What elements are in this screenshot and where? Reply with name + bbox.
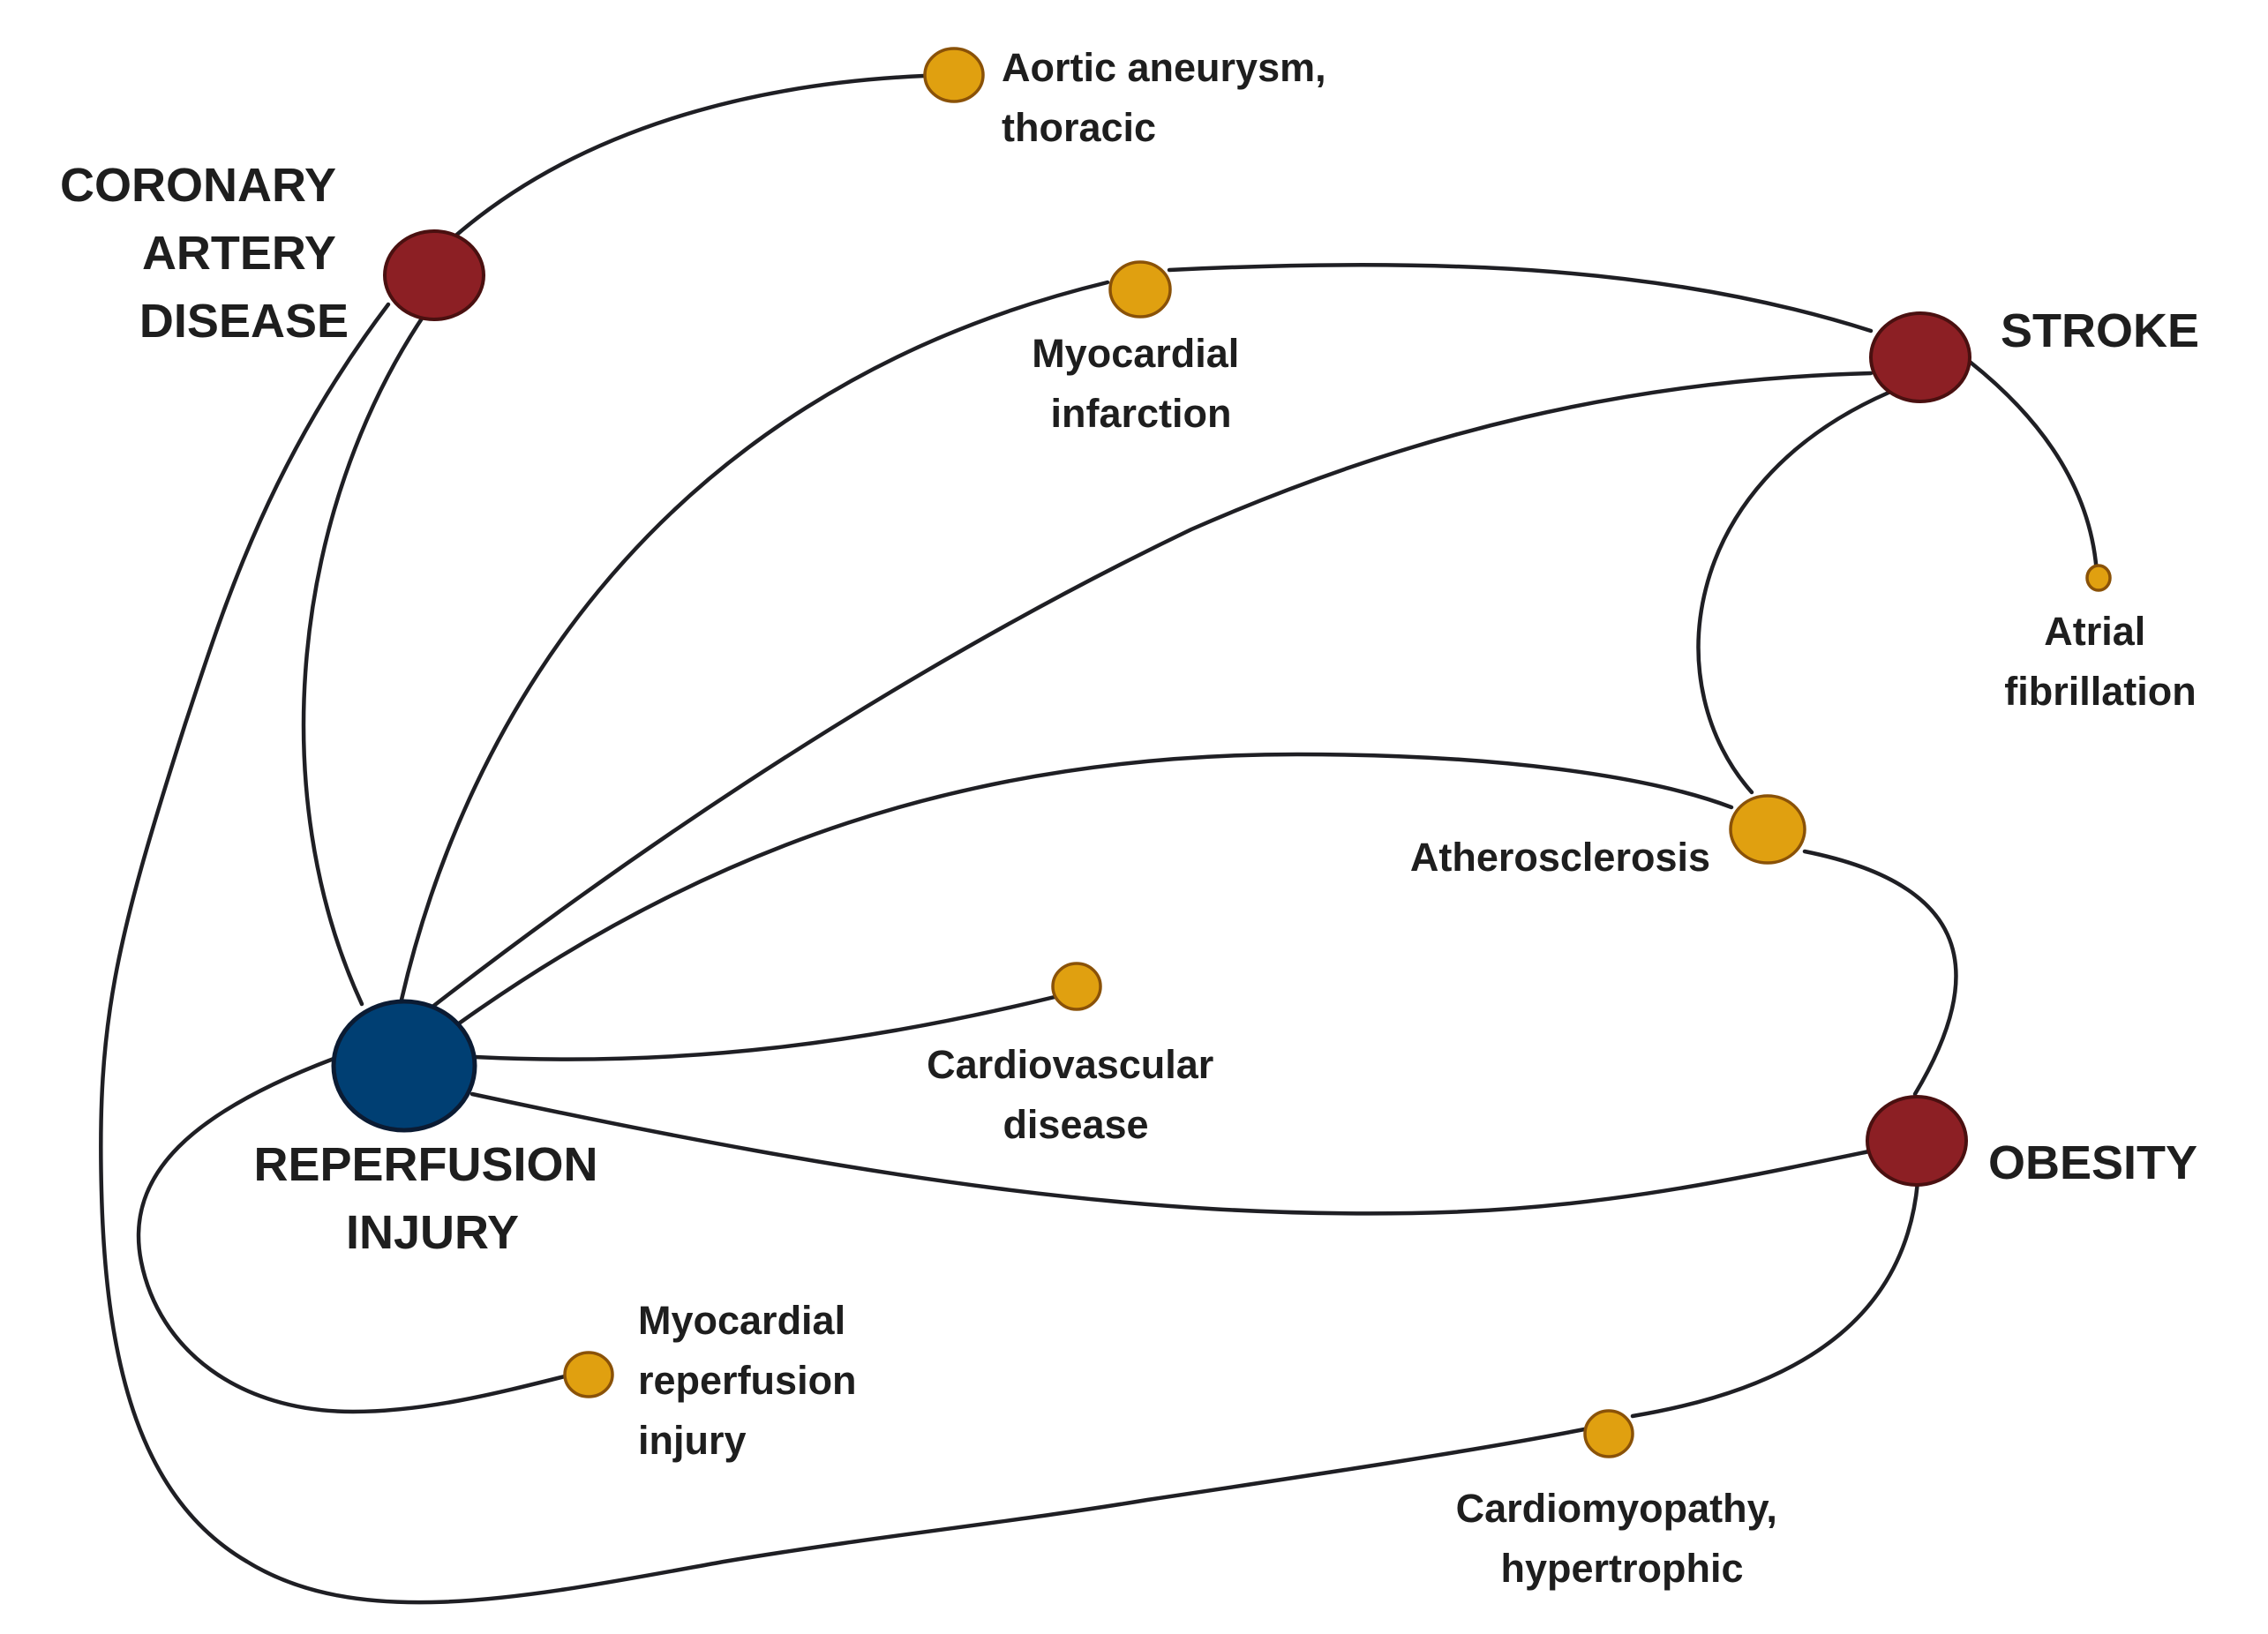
label-line: Aortic aneurysm,: [1002, 45, 1326, 90]
node-cardiomyopathy-hypertrophic[interactable]: [1583, 1409, 1634, 1458]
label-obesity: OBESITY: [1988, 1136, 2197, 1189]
label-line: Myocardial: [1032, 331, 1239, 376]
label-line: Atherosclerosis: [1410, 835, 1710, 880]
label-line: STROKE: [2001, 304, 2199, 357]
label-line: infarction: [1050, 391, 1231, 436]
edge-obesity-cardiomyopathy: [1630, 1180, 1920, 1419]
label-stroke: STROKE: [2001, 304, 2199, 357]
label-line: hypertrophic: [1500, 1546, 1743, 1591]
edge-myocardial-infarction-stroke: [1167, 262, 1874, 334]
edges: [99, 72, 2099, 1605]
label-line: CORONARY: [60, 159, 336, 212]
node-stroke[interactable]: [1869, 311, 1971, 403]
node-reperfusion-injury[interactable]: [331, 999, 477, 1133]
edge-reperfusion-injury-obesity: [469, 1091, 1872, 1216]
edge-reperfusion-injury-stroke: [425, 371, 1874, 1013]
edge-coronary-artery-disease-reperfusion-injury: [301, 311, 428, 1007]
node-coronary-artery-disease[interactable]: [383, 229, 485, 321]
edge-reperfusion-injury-myocardial-infarction: [399, 280, 1110, 1002]
edge-stroke-atrial-fibrillation: [1967, 359, 2099, 576]
edge-atherosclerosis-obesity: [1802, 849, 1958, 1097]
label-line: Cardiomyopathy,: [1456, 1486, 1777, 1531]
label-atrial-fibrillation: Atrial fibrillation: [2004, 609, 2197, 714]
label-aortic-aneurysm-thoracic: Aortic aneurysm, thoracic: [1002, 45, 1337, 150]
label-line: Atrial: [2044, 609, 2145, 654]
node-atherosclerosis[interactable]: [1729, 794, 1806, 865]
label-line: injury: [638, 1418, 747, 1463]
label-line: ARTERY: [142, 227, 336, 280]
node-atrial-fibrillation[interactable]: [2085, 564, 2112, 592]
label-cardiovascular-disease: Cardiovascular disease: [927, 1042, 1225, 1147]
node-aortic-aneurysm-thoracic[interactable]: [923, 47, 985, 103]
label-line: DISEASE: [139, 295, 349, 348]
label-line: REPERFUSION: [253, 1138, 597, 1191]
edge-reperfusion-injury-atherosclerosis: [456, 752, 1734, 1026]
label-line: fibrillation: [2004, 669, 2197, 714]
node-myocardial-infarction[interactable]: [1108, 260, 1172, 319]
label-reperfusion-injury: REPERFUSION INJURY: [253, 1138, 611, 1259]
node-myocardial-reperfusion-injury[interactable]: [563, 1351, 614, 1398]
label-coronary-artery-disease: CORONARY ARTERY DISEASE: [60, 159, 349, 348]
label-atherosclerosis: Atherosclerosis: [1410, 835, 1710, 880]
label-myocardial-reperfusion-injury: Myocardial reperfusion injury: [638, 1298, 867, 1463]
label-line: thoracic: [1002, 105, 1156, 150]
label-line: OBESITY: [1988, 1136, 2197, 1189]
label-line: Cardiovascular: [927, 1042, 1213, 1087]
edge-coronary-artery-disease-aortic-aneurysm: [450, 72, 954, 241]
label-myocardial-infarction: Myocardial infarction: [1032, 331, 1250, 436]
edge-coronary-artery-disease-cardiomyopathy: [99, 302, 1609, 1605]
node-cardiovascular-disease[interactable]: [1051, 962, 1102, 1011]
label-line: INJURY: [346, 1206, 519, 1259]
label-line: disease: [1003, 1102, 1148, 1147]
label-line: Myocardial: [638, 1298, 845, 1343]
edge-reperfusion-injury-myocardial-reperfusion-injury: [136, 1056, 567, 1414]
labels: REPERFUSION INJURY CORONARY ARTERY DISEA…: [60, 45, 2199, 1591]
label-cardiomyopathy-hypertrophic: Cardiomyopathy, hypertrophic: [1456, 1486, 1789, 1591]
label-line: reperfusion: [638, 1358, 857, 1403]
edge-reperfusion-injury-cardiovascular-disease: [472, 994, 1057, 1061]
nodes: [331, 47, 2112, 1458]
edge-stroke-atherosclerosis: [1696, 390, 1891, 795]
node-obesity[interactable]: [1866, 1095, 1968, 1187]
